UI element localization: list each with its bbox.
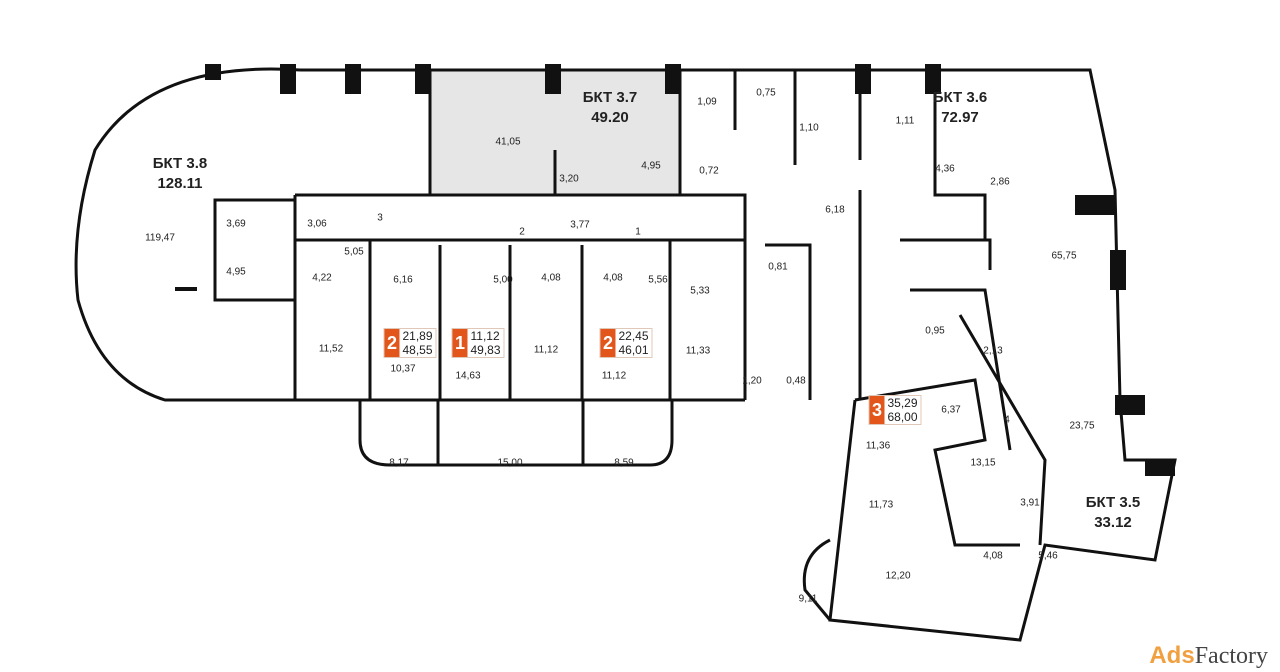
room-area: 3,06: [307, 218, 327, 230]
room-area: 9,11: [798, 593, 818, 605]
unit-bkt-3-6[interactable]: БКТ 3.6 72.97: [933, 88, 988, 128]
unit-area: 49.20: [591, 109, 629, 126]
room-count: 2: [600, 329, 616, 357]
room-area: 23,75: [1069, 420, 1095, 432]
room-area: 0,75: [756, 87, 776, 99]
room-area: 2,13: [983, 345, 1003, 357]
room-area: 11,12: [533, 344, 559, 356]
room-area: 5,00: [493, 274, 513, 286]
room-area: 5,05: [344, 246, 364, 258]
section-number: 2: [519, 226, 525, 238]
room-area: 13,15: [970, 457, 996, 469]
room-area: 1,20: [742, 375, 762, 387]
room-area: 12,20: [885, 570, 911, 582]
watermark-logo: AdsFactory: [1149, 642, 1268, 670]
room-area: 65,75: [1051, 250, 1077, 262]
total-area: 46,01: [618, 343, 649, 357]
unit-name: БКТ 3.5: [1085, 494, 1141, 511]
room-area: 6,18: [825, 204, 845, 216]
room-area: 15,00: [497, 457, 523, 469]
total-area: 48,55: [402, 343, 433, 357]
room-area: 8,59: [614, 457, 634, 469]
room-area: 119,47: [145, 232, 175, 244]
room-area: 4,08: [983, 550, 1003, 562]
unit-area: 72.97: [941, 109, 979, 126]
room-area: 5,46: [1038, 550, 1058, 562]
room-count: 2: [384, 329, 400, 357]
room-count: 3: [869, 396, 885, 424]
unit-name: БКТ 3.7: [582, 89, 638, 106]
room-area: 11,52: [318, 343, 344, 355]
unit-bkt-3-8[interactable]: БКТ 3.8 128.11: [153, 154, 208, 194]
room-area: 1,10: [799, 122, 819, 134]
room-area: 14,63: [455, 370, 481, 382]
living-area: 35,29: [887, 396, 918, 410]
room-area: 3,69: [226, 218, 246, 230]
section-number: 4: [1004, 414, 1010, 426]
room-area: 10,37: [390, 363, 416, 375]
room-count: 1: [452, 329, 468, 357]
unit-area: 33.12: [1094, 514, 1132, 531]
room-area: 1,09: [697, 96, 717, 108]
room-area: 4,22: [312, 272, 332, 284]
room-area: 4,95: [641, 160, 661, 172]
room-area: 0,48: [786, 375, 806, 387]
total-area: 68,00: [887, 410, 918, 424]
unit-area: 128.11: [157, 175, 203, 192]
watermark-part1: Ads: [1149, 642, 1195, 669]
room-area: 2,86: [990, 176, 1010, 188]
room-area: 11,36: [865, 440, 891, 452]
living-area: 11,12: [470, 329, 500, 343]
room-area: 8,17: [389, 457, 409, 469]
living-area: 21,89: [402, 329, 433, 343]
unit-name: БКТ 3.6: [932, 89, 988, 106]
room-area: 0,81: [768, 261, 788, 273]
unit-name: БКТ 3.8: [152, 155, 208, 172]
room-area: 11,73: [868, 499, 894, 511]
room-area: 3,91: [1020, 497, 1040, 509]
section-number: 1: [635, 226, 641, 238]
room-area: 4,08: [541, 272, 561, 284]
room-area: 3,77: [570, 219, 590, 231]
section-number: 3: [377, 212, 383, 224]
room-area: 1,11: [895, 115, 915, 127]
room-area: 41,05: [495, 136, 521, 148]
room-area: 4,36: [935, 163, 955, 175]
room-area: 0,72: [699, 165, 719, 177]
room-area: 3,20: [559, 173, 579, 185]
room-area: 11,12: [601, 370, 627, 382]
room-area: 6,37: [941, 404, 961, 416]
room-area: 6,16: [393, 274, 413, 286]
room-area: 0,95: [925, 325, 945, 337]
room-area: 4,95: [226, 266, 246, 278]
unit-bkt-3-5[interactable]: БКТ 3.5 33.12: [1086, 493, 1141, 533]
room-area: 5,56: [648, 274, 668, 286]
unit-bkt-3-7[interactable]: БКТ 3.7 49.20: [583, 88, 638, 128]
watermark-part2: Factory: [1194, 643, 1268, 669]
room-area: 11,33: [685, 345, 711, 357]
living-area: 22,45: [618, 329, 649, 343]
room-area: 4,08: [603, 272, 623, 284]
room-area: 5,33: [690, 285, 710, 297]
total-area: 49,83: [470, 343, 501, 357]
